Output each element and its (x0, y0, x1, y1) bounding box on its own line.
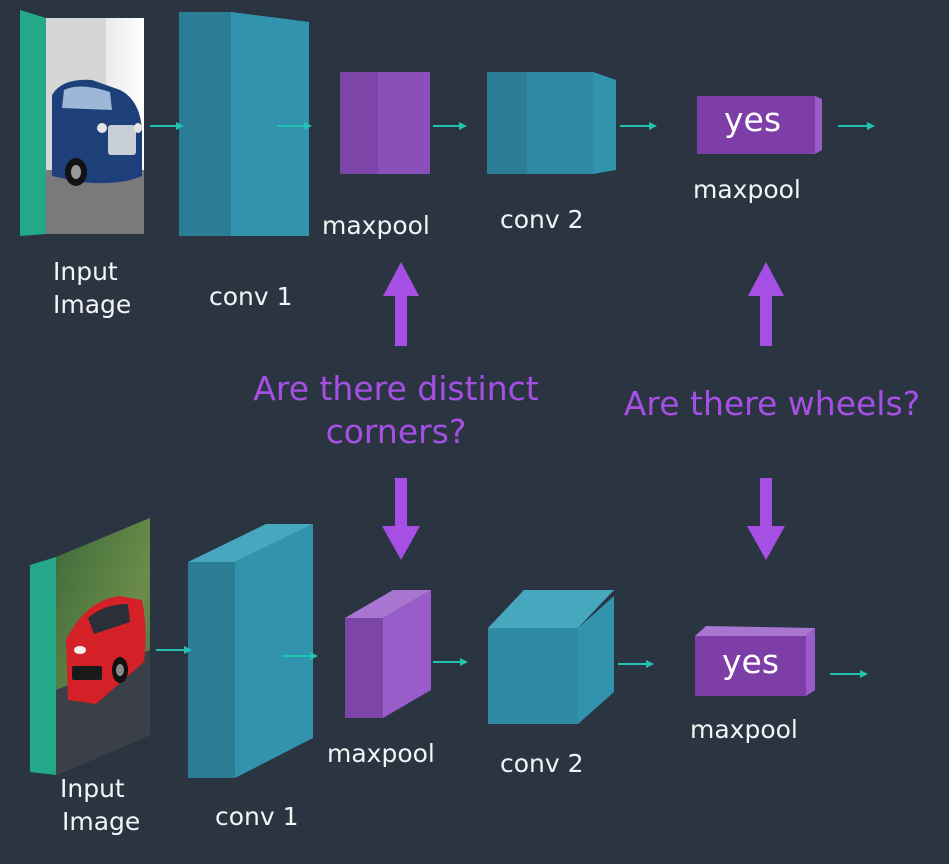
bottom-flow-arrows (156, 646, 868, 678)
bottom-input-label-line2: Image (62, 807, 141, 836)
top-output-label: maxpool (693, 175, 801, 204)
top-input-label-line1: Input (53, 257, 118, 286)
top-conv2-label: conv 2 (500, 205, 584, 234)
bottom-output-label: maxpool (690, 715, 798, 744)
top-input-image (20, 10, 144, 236)
question-corners-line1: Are there distinct (253, 369, 539, 408)
corners-up-arrow (383, 262, 419, 346)
top-conv1-label: conv 1 (209, 282, 293, 311)
bottom-output-block (695, 626, 815, 696)
wheels-up-arrow (748, 262, 784, 346)
bottom-conv1-label: conv 1 (215, 802, 299, 831)
bottom-maxpool1-block (345, 590, 431, 718)
bottom-conv2-block (488, 590, 614, 724)
top-maxpool1-block (340, 72, 430, 174)
top-output-block (697, 96, 822, 154)
wheels-down-arrow (747, 478, 785, 560)
blue-car-icon (52, 79, 142, 186)
red-car-icon (66, 596, 146, 704)
top-conv1-block (179, 12, 309, 236)
bottom-input-label-line1: Input (60, 774, 125, 803)
bottom-conv2-label: conv 2 (500, 749, 584, 778)
top-input-label-line2: Image (53, 290, 132, 319)
question-corners-line2: corners? (325, 411, 467, 451)
top-output-value: yes (724, 100, 782, 139)
top-conv2-block (487, 72, 616, 174)
bottom-output-value: yes (722, 642, 780, 681)
question-wheels: Are there wheels? (623, 384, 921, 423)
bottom-conv1-block (188, 524, 313, 778)
question-corners: Are there distinct corners? (226, 368, 566, 454)
bottom-input-image (30, 518, 150, 775)
bottom-maxpool1-label: maxpool (327, 739, 435, 768)
top-maxpool1-label: maxpool (322, 211, 430, 240)
corners-down-arrow (382, 478, 420, 560)
